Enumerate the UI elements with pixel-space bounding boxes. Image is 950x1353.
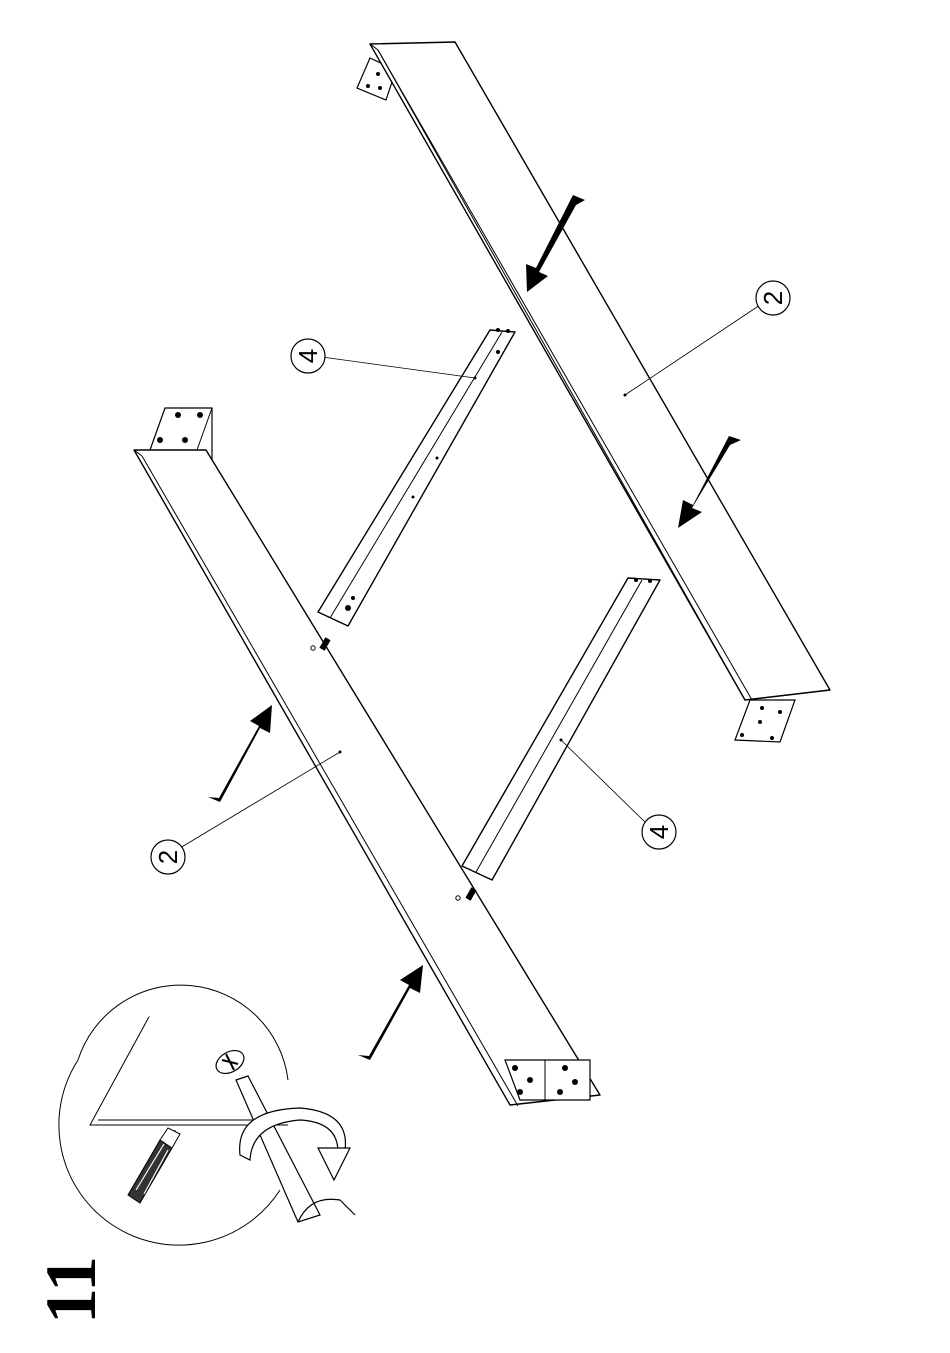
callout-label: 4	[293, 349, 323, 363]
push-arrow-icon	[358, 965, 423, 1060]
dowel-icon	[128, 1128, 180, 1203]
callout-rail-left: 2	[151, 751, 342, 875]
callout-label: 2	[153, 850, 183, 864]
callout-slat-top: 4	[291, 339, 477, 380]
cam-screw-icon	[175, 1046, 248, 1140]
callout-label: 4	[644, 825, 674, 839]
step-number-text: 11	[31, 1256, 111, 1324]
callout-slat-bottom: 4	[560, 739, 677, 850]
cross-slat-top	[318, 328, 515, 626]
push-arrow-icon	[208, 705, 272, 802]
detail-circle	[59, 985, 355, 1245]
callout-rail-right: 2	[624, 281, 791, 397]
cross-slat-bottom	[462, 578, 660, 880]
corner-bracket-bottom-right	[735, 700, 795, 742]
corner-bracket-bottom-left	[505, 1060, 590, 1100]
step-number: 11	[31, 1256, 111, 1324]
callout-label: 2	[758, 291, 788, 305]
